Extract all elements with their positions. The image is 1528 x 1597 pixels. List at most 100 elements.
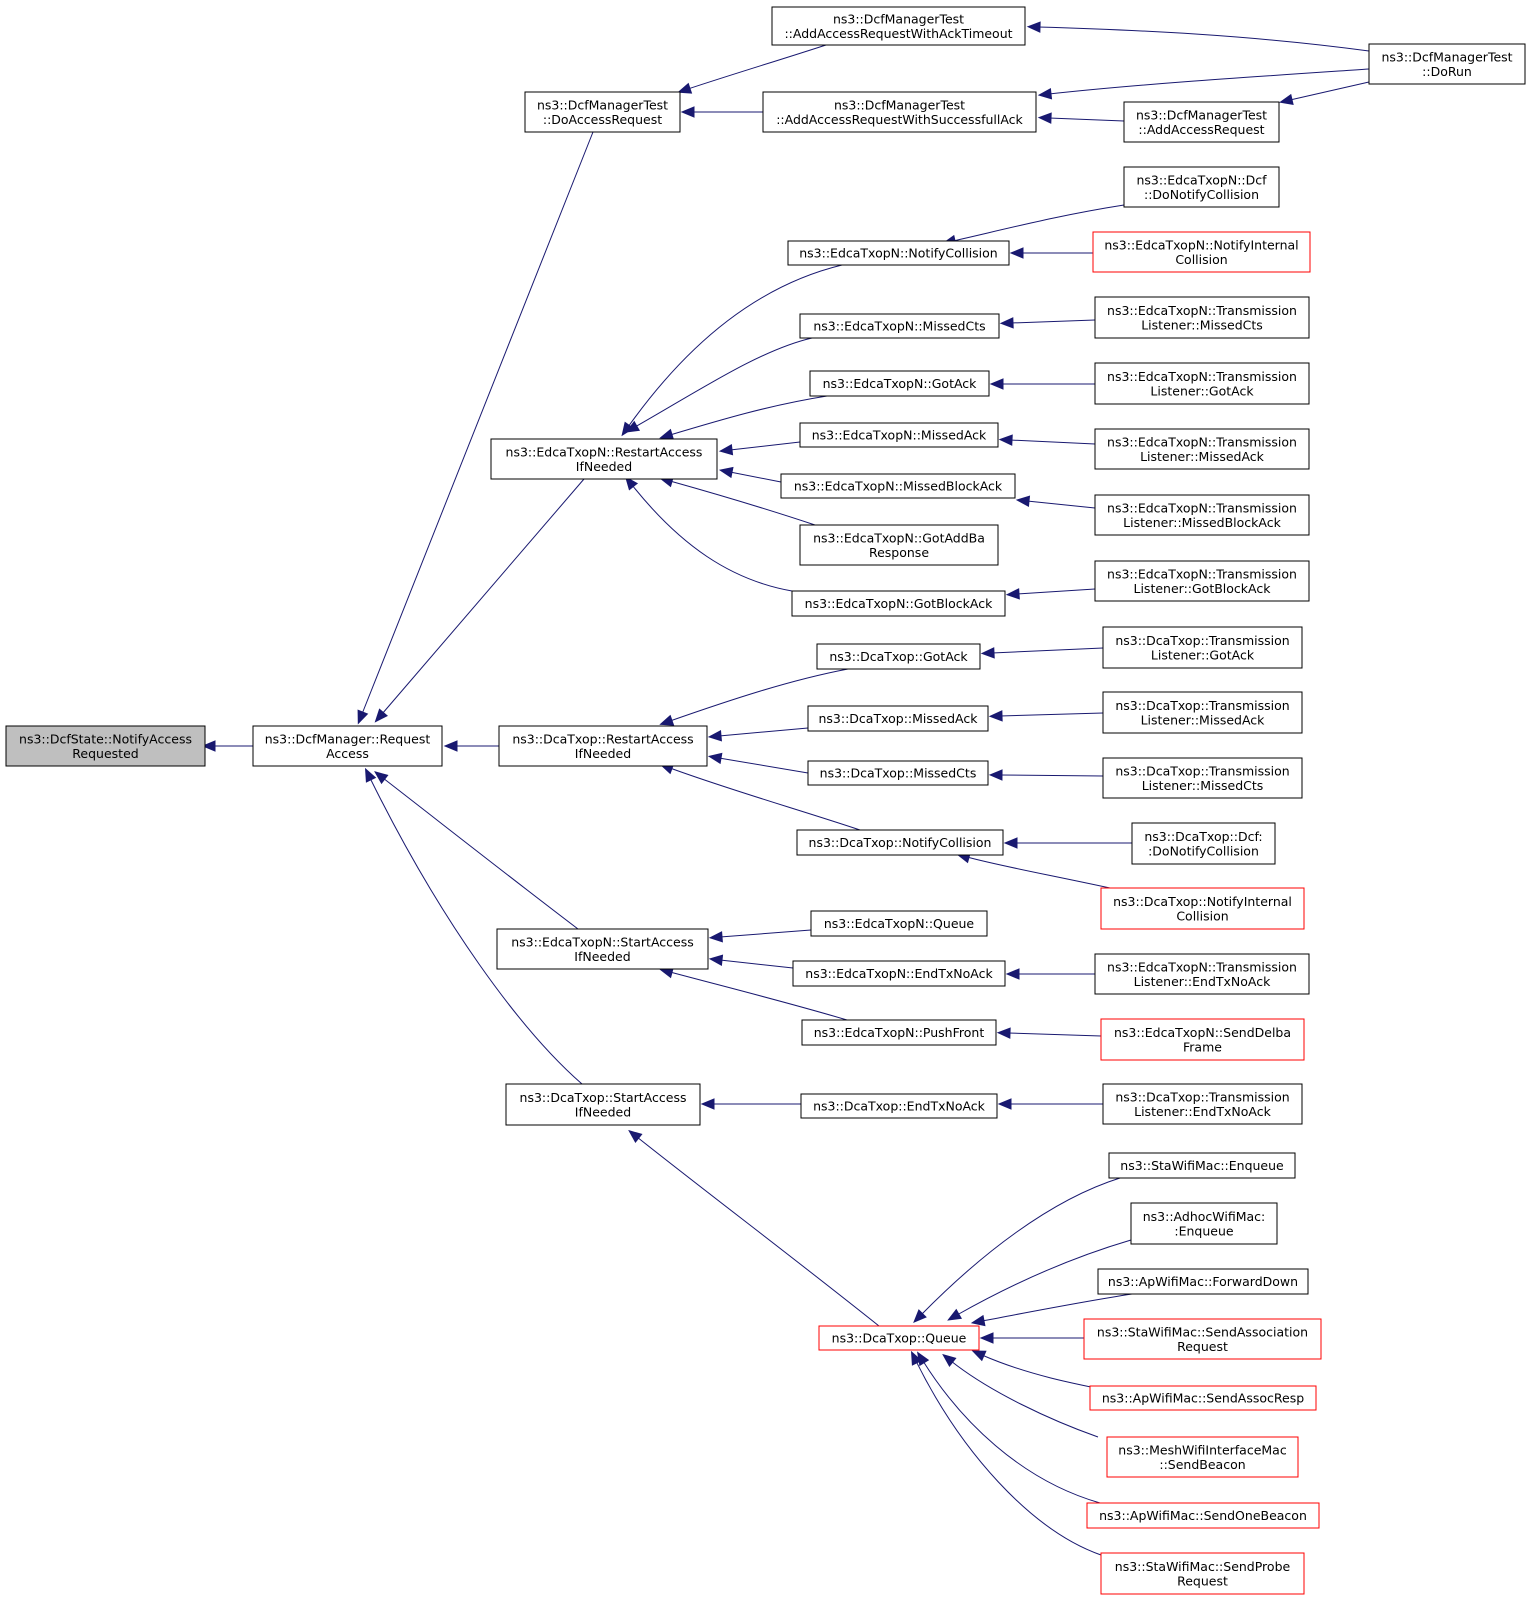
node-label: ns3::DcaTxop::Queue	[832, 1331, 967, 1346]
node-dmt-ack-succ[interactable]: ns3::DcfManagerTest::AddAccessRequestWit…	[762, 91, 1037, 133]
edge-line	[719, 929, 812, 938]
node-label: Request	[1177, 1339, 1228, 1354]
node-edca-tl-endtx[interactable]: ns3::EdcaTxopN::TransmissionListener::En…	[1094, 953, 1310, 995]
edge-line	[718, 757, 809, 774]
node-ap-sendonebeacon[interactable]: ns3::ApWifiMac::SendOneBeacon	[1086, 1502, 1320, 1529]
node-dca-queue[interactable]: ns3::DcaTxop::Queue	[818, 1325, 980, 1351]
edge-line	[999, 712, 1104, 717]
node-edca-tl-gotack[interactable]: ns3::EdcaTxopN::TransmissionListener::Go…	[1094, 362, 1310, 405]
node-dca-tl-missedcts[interactable]: ns3::DcaTxop::TransmissionListener::Miss…	[1102, 757, 1303, 799]
edge-dca_tl_missedcts-to-dca_missedcts	[988, 769, 1104, 781]
edge-line	[966, 856, 1111, 889]
edge-edca_missedcts-to-edca_restart	[625, 337, 813, 433]
edge-line	[1037, 26, 1370, 52]
node-label: ns3::DcaTxop::Transmission	[1115, 698, 1289, 713]
node-label: Collision	[1175, 252, 1227, 267]
node-edca-missedblk[interactable]: ns3::EdcaTxopN::MissedBlockAck	[780, 473, 1016, 499]
node-label: ns3::ApWifiMac::SendOneBeacon	[1099, 1508, 1307, 1523]
node-edca-dcf-donot[interactable]: ns3::EdcaTxopN::Dcf::DoNotifyCollision	[1123, 166, 1280, 208]
node-ap-forward[interactable]: ns3::ApWifiMac::ForwardDown	[1097, 1268, 1309, 1295]
node-dmt-addacc[interactable]: ns3::DcfManagerTest::AddAccessRequest	[1123, 101, 1280, 143]
node-dca-notcoll[interactable]: ns3::DcaTxop::NotifyCollision	[796, 829, 1004, 856]
node-box	[1094, 428, 1310, 470]
node-label: ns3::MeshWifiInterfaceMac	[1118, 1442, 1287, 1457]
edge-edca_tl_endtx-to-edca_endtx	[1005, 968, 1095, 980]
node-dca-dcf-donot[interactable]: ns3::DcaTxop::Dcf::DoNotifyCollision	[1131, 822, 1276, 865]
node-box	[1089, 1385, 1317, 1411]
node-label: ns3::EdcaTxopN::MissedCts	[813, 319, 985, 334]
edge-dca_queue-to-dca_start	[628, 1129, 880, 1327]
node-box	[505, 1083, 701, 1126]
edge-edca_missedblk-to-edca_restart	[718, 466, 782, 483]
edge-dca_endtx-to-dca_start	[700, 1098, 801, 1110]
node-dmt-ack-to[interactable]: ns3::DcfManagerTest::AddAccessRequestWit…	[771, 6, 1026, 46]
node-edca-tl-gotblk[interactable]: ns3::EdcaTxopN::TransmissionListener::Go…	[1094, 560, 1310, 602]
node-box	[1100, 1018, 1305, 1061]
node-label: IfNeeded	[575, 746, 631, 761]
node-edca-notcoll[interactable]: ns3::EdcaTxopN::NotifyCollision	[787, 240, 1010, 266]
node-edca-endtx[interactable]: ns3::EdcaTxopN::EndTxNoAck	[792, 960, 1006, 987]
edge-dca_missedcts-to-dca_restart	[707, 752, 809, 774]
node-edca-queue[interactable]: ns3::EdcaTxopN::Queue	[810, 910, 988, 937]
node-edca-tl-missedcts[interactable]: ns3::EdcaTxopN::TransmissionListener::Mi…	[1094, 296, 1310, 339]
node-edca-gotblk[interactable]: ns3::EdcaTxopN::GotBlockAck	[791, 590, 1006, 617]
node-dca-missedack[interactable]: ns3::DcaTxop::MissedAck	[807, 705, 989, 732]
node-box	[807, 760, 989, 786]
node-dmt-doacc[interactable]: ns3::DcfManagerTest::DoAccessRequest	[524, 91, 681, 133]
edge-dca_tl_endtx-to-dca_endtx	[997, 1098, 1103, 1110]
node-dca-endtx[interactable]: ns3::DcaTxop::EndTxNoAck	[800, 1093, 998, 1119]
arrowhead	[988, 769, 1003, 781]
arrowhead	[201, 740, 216, 752]
arrowhead	[624, 476, 639, 491]
edge-edca_tl_gotack-to-edca_gotack	[989, 378, 1095, 390]
node-dmt-dorun[interactable]: ns3::DcfManagerTest::DoRun	[1368, 43, 1526, 85]
node-dca-tl-missedack[interactable]: ns3::DcaTxop::TransmissionListener::Miss…	[1102, 691, 1303, 734]
edge-edca_tl_missedcts-to-edca_missedcts	[999, 317, 1096, 329]
edge-line	[669, 480, 816, 526]
node-box	[799, 422, 999, 448]
node-dca-missedcts[interactable]: ns3::DcaTxop::MissedCts	[807, 760, 989, 786]
node-edca-missedack[interactable]: ns3::EdcaTxopN::MissedAck	[799, 422, 999, 448]
node-edca-tl-missedblk[interactable]: ns3::EdcaTxopN::TransmissionListener::Mi…	[1094, 494, 1310, 536]
node-label: Listener::EndTxNoAck	[1134, 1104, 1271, 1119]
node-label: Listener::GotAck	[1151, 647, 1255, 662]
node-dca-tl-endtx[interactable]: ns3::DcaTxop::TransmissionListener::EndT…	[1102, 1083, 1303, 1125]
node-edca-pushfront[interactable]: ns3::EdcaTxopN::PushFront	[801, 1019, 997, 1046]
node-ap-sendassocresp[interactable]: ns3::ApWifiMac::SendAssocResp	[1089, 1385, 1317, 1411]
node-adhoc-enqueue[interactable]: ns3::AdhocWifiMac::Enqueue	[1130, 1202, 1278, 1245]
node-edca-missedcts[interactable]: ns3::EdcaTxopN::MissedCts	[799, 313, 1000, 339]
node-label: ns3::EdcaTxopN::RestartAccess	[506, 444, 703, 459]
edge-dca_gotack-to-dca_restart	[659, 668, 849, 726]
node-dca-tl-gotack[interactable]: ns3::DcaTxop::TransmissionListener::GotA…	[1102, 626, 1303, 669]
edge-dmt_dorun-to-dmt_addacc	[1278, 81, 1370, 106]
node-mesh-sendbeacon[interactable]: ns3::MeshWifiInterfaceMac::SendBeacon	[1106, 1436, 1299, 1478]
node-label: ns3::EdcaTxopN::PushFront	[814, 1025, 985, 1040]
edge-line	[1289, 81, 1370, 101]
arrowhead	[677, 82, 693, 94]
arrowhead	[1005, 588, 1020, 600]
node-sta-enqueue[interactable]: ns3::StaWifiMac::Enqueue	[1108, 1152, 1296, 1179]
edge-edca_queue-to-edca_start	[708, 929, 812, 943]
node-edca-tl-missedack[interactable]: ns3::EdcaTxopN::TransmissionListener::Mi…	[1094, 428, 1310, 470]
edge-line	[729, 441, 801, 451]
node-label: :DoNotifyCollision	[1148, 843, 1259, 858]
node-box	[1094, 560, 1310, 602]
node-box	[1368, 43, 1526, 85]
node-dca-gotack[interactable]: ns3::DcaTxop::GotAck	[816, 643, 981, 670]
arrowhead	[357, 709, 369, 725]
edge-line	[718, 727, 809, 737]
edge-dca_tl_missedack-to-dca_missedack	[988, 710, 1104, 722]
edge-line	[669, 767, 861, 831]
node-edca-gotack[interactable]: ns3::EdcaTxopN::GotAck	[809, 370, 990, 397]
